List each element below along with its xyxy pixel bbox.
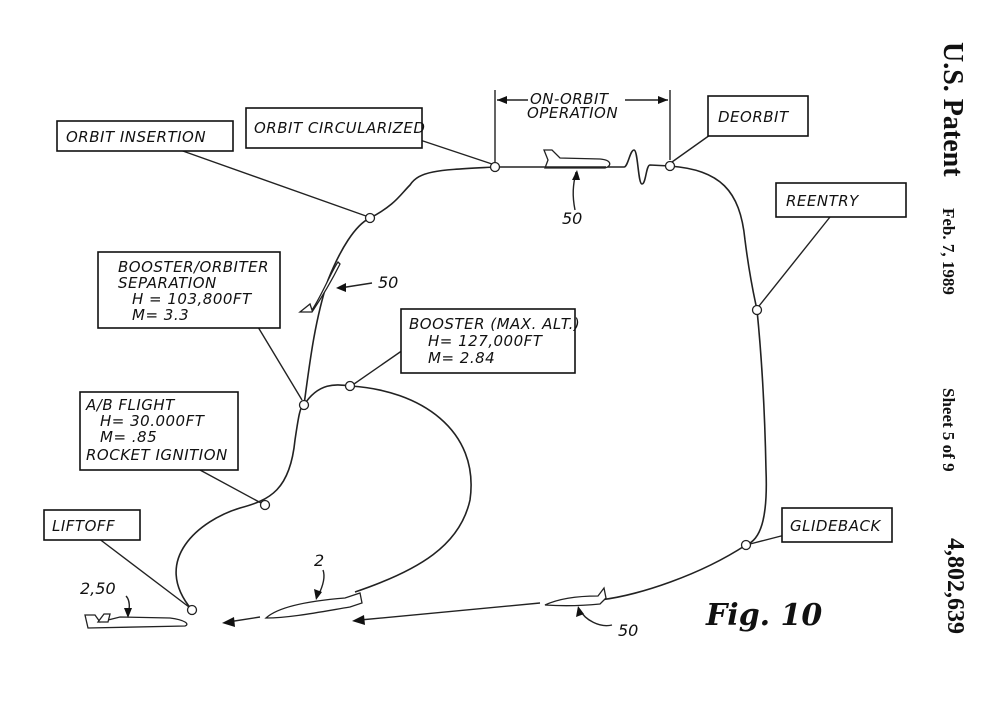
glideback-box: GLIDEBACK <box>781 507 893 543</box>
orbiter-return-icon <box>544 586 607 607</box>
leader-separation <box>257 326 303 401</box>
svg-text:SEPARATION: SEPARATION <box>118 274 217 292</box>
arrowhead-icon <box>572 170 580 180</box>
deorbit-node <box>664 160 676 172</box>
arrowhead-icon <box>314 589 322 600</box>
booster-return-icon <box>264 592 363 619</box>
ref-orbiter-return: 50 <box>618 621 638 640</box>
on-orbit-label-line2: OPERATION <box>527 104 618 122</box>
combined-vehicle-icon <box>84 613 188 629</box>
descent-trajectory <box>599 165 768 601</box>
glideback-node <box>740 539 752 551</box>
patent-number: 4,802,639 <box>942 538 968 634</box>
liftoff-node <box>186 604 198 616</box>
orbit-insertion-box: ORBIT INSERTION <box>56 120 234 152</box>
ab-flight-box: A/B FLIGHT H= 30.000FT M= .85 ROCKET IGN… <box>79 391 239 471</box>
svg-text:H= 30.000FT: H= 30.000FT <box>100 412 206 430</box>
sheet-number: Sheet 5 of 9 <box>939 388 958 472</box>
svg-text:REENTRY: REENTRY <box>786 192 860 210</box>
svg-text:GLIDEBACK: GLIDEBACK <box>790 517 881 535</box>
arrowhead-icon <box>658 96 668 104</box>
arrowhead-icon <box>576 606 584 617</box>
arrowhead-icon <box>222 617 235 627</box>
svg-text:BOOSTER/ORBITER: BOOSTER/ORBITER <box>118 258 269 276</box>
reentry-node <box>751 304 763 316</box>
leader-orbit-insertion <box>179 149 367 217</box>
svg-text:ORBIT INSERTION: ORBIT INSERTION <box>66 128 206 146</box>
orbiter-in-orbit-icon <box>540 149 611 169</box>
leader-reentry <box>758 216 831 307</box>
on-orbit-label-line1: ON-ORBIT <box>530 90 610 108</box>
svg-text:ROCKET IGNITION: ROCKET IGNITION <box>86 446 228 464</box>
leader-deorbit <box>671 134 711 163</box>
booster-max-alt-node <box>344 380 356 392</box>
booster-return-trajectory <box>303 384 472 593</box>
svg-text:BOOSTER (MAX. ALT.): BOOSTER (MAX. ALT.) <box>409 315 580 333</box>
separation-box: BOOSTER/ORBITER SEPARATION H = 103,800FT… <box>97 251 281 329</box>
ref-combined: 2,50 <box>80 579 116 598</box>
orbit-insertion-node <box>364 212 376 224</box>
ref-orbiter-orbit: 50 <box>562 209 582 228</box>
separation-node <box>298 399 310 411</box>
svg-text:H= 127,000FT: H= 127,000FT <box>428 332 544 350</box>
svg-text:M= 3.3: M= 3.3 <box>132 306 189 324</box>
svg-text:A/B FLIGHT: A/B FLIGHT <box>85 396 176 414</box>
leader-glideback <box>749 534 786 545</box>
deorbit-box: DEORBIT <box>707 95 809 137</box>
arrowhead-icon <box>124 608 132 618</box>
leader-booster <box>353 349 404 385</box>
orbit-path <box>605 149 671 185</box>
svg-text:LIFTOFF: LIFTOFF <box>52 517 115 535</box>
orbit-circularized-node <box>489 161 501 173</box>
svg-text:DEORBIT: DEORBIT <box>718 108 790 126</box>
arrowhead-icon <box>497 96 507 104</box>
arrowhead-icon <box>352 615 365 625</box>
svg-text:M= 2.84: M= 2.84 <box>428 349 495 367</box>
leader-orbit-circularized <box>419 139 493 165</box>
ab-flight-node <box>259 499 271 511</box>
patent-date: Feb. 7, 1989 <box>939 208 958 295</box>
ref-booster: 2 <box>314 551 324 570</box>
orbiter-ascent-icon <box>298 261 341 313</box>
leader-liftoff <box>97 537 190 608</box>
ref-orbiter-ascent: 50 <box>378 273 398 292</box>
figure-label: Fig. 10 <box>705 598 822 633</box>
liftoff-box: LIFTOFF <box>43 509 141 541</box>
svg-text:M= .85: M= .85 <box>100 428 157 446</box>
pointer-orbiter-return <box>579 609 613 627</box>
ascent-trajectory <box>175 166 540 611</box>
arrowhead-icon <box>336 283 346 292</box>
patent-header-title: U.S. Patent <box>937 42 968 177</box>
return-arrow-line <box>359 602 541 621</box>
reentry-box: REENTRY <box>775 182 907 218</box>
leader-ab-flight <box>199 469 262 504</box>
svg-text:ORBIT CIRCULARIZED: ORBIT CIRCULARIZED <box>254 119 425 137</box>
booster-max-alt-box: BOOSTER (MAX. ALT.) H= 127,000FT M= 2.84 <box>400 308 580 374</box>
orbit-circularized-box: ORBIT CIRCULARIZED <box>245 107 425 149</box>
svg-text:H = 103,800FT: H = 103,800FT <box>132 290 253 308</box>
